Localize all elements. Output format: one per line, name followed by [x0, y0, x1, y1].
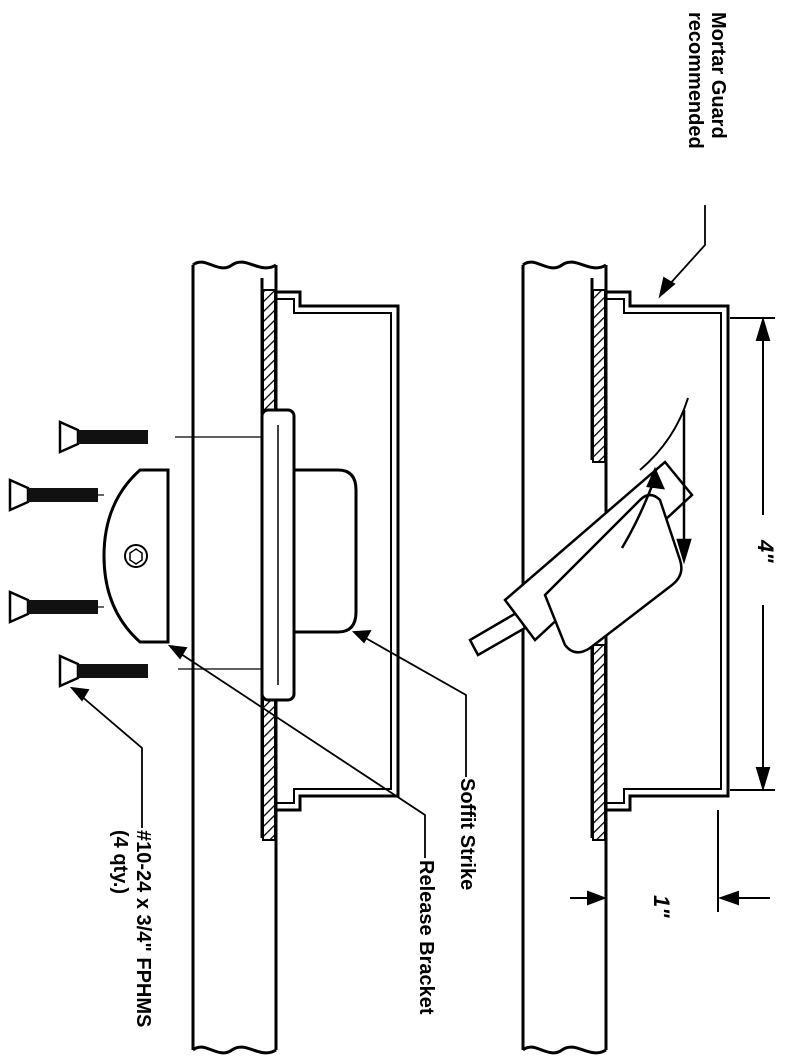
screws-label-line2: (4 qty.) — [109, 830, 131, 895]
alignment-lines — [98, 436, 262, 670]
screw-4 — [58, 654, 148, 688]
release-bracket — [102, 468, 170, 644]
dimension-1in — [570, 810, 770, 912]
dimension-4in — [730, 316, 775, 792]
dimension-1in-label: 1" — [649, 895, 674, 918]
screw-2 — [8, 478, 98, 512]
soffit-strike — [260, 408, 358, 702]
mortar-guard-label-line1: Mortar Guard — [707, 12, 729, 139]
release-bracket-label: Release Bracket — [415, 860, 437, 1015]
soffit-strike-label: Soffit Strike — [456, 778, 478, 891]
screws-label-line1: #10-24 x 3/4" FPHMS — [132, 830, 154, 1028]
leader-soffit-strike — [351, 630, 467, 777]
soffit-wall-hatch-right-top — [592, 289, 606, 463]
mortar-guard-left — [276, 290, 400, 812]
screw-3 — [8, 590, 98, 624]
soffit-wall-hatch-right-bottom — [592, 644, 606, 841]
leader-release-bracket — [167, 644, 426, 858]
leader-screws — [69, 686, 143, 828]
screw-1 — [58, 420, 148, 454]
dimension-4in-label: 4" — [753, 540, 778, 563]
motion-arrows — [620, 410, 692, 565]
latch-installed — [468, 397, 694, 657]
mortar-guard-right — [606, 290, 730, 812]
leader-mortar-guard — [658, 205, 706, 299]
mortar-guard-label-line2: recommended — [684, 12, 706, 149]
